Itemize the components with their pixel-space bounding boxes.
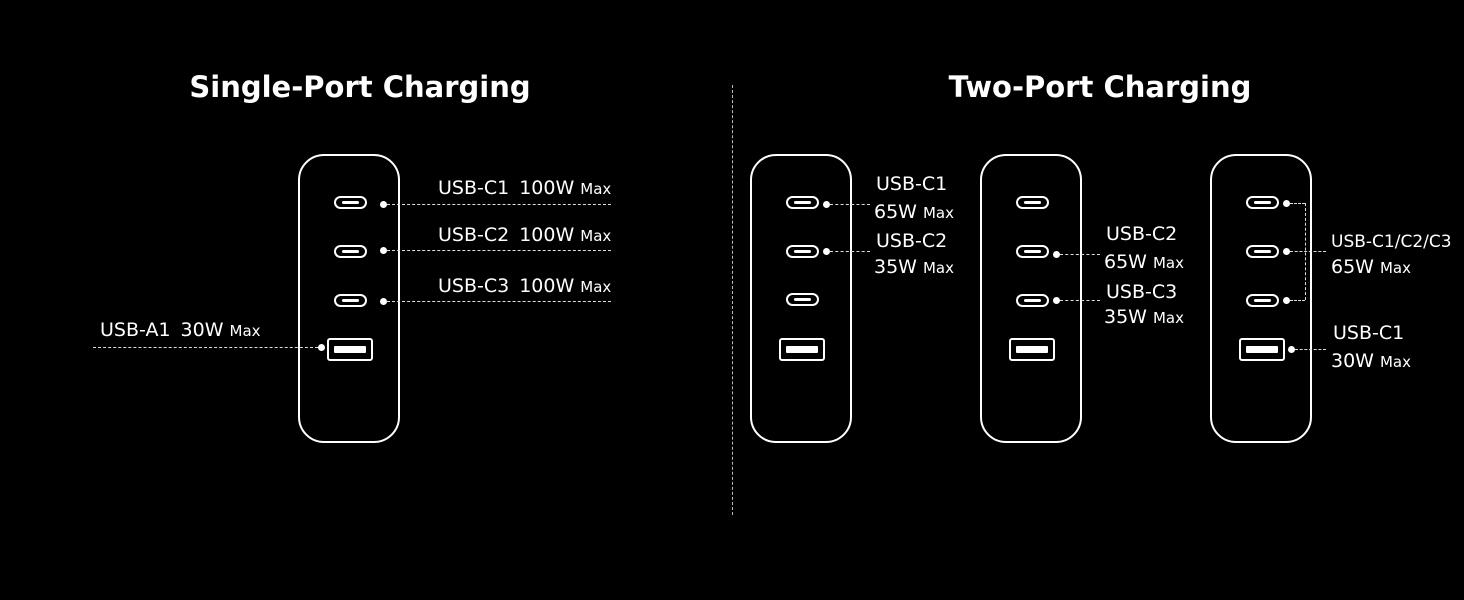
usb-c3-port-icon [786, 293, 819, 306]
leader-line [93, 347, 318, 348]
label-two-c-group-port: USB-C1/C2/C3 [1331, 232, 1452, 252]
connector-dot [1053, 297, 1060, 304]
usb-c1-port-icon [1246, 196, 1279, 209]
bracket-line [1305, 203, 1306, 300]
usb-c3-port-icon [334, 294, 367, 307]
charger-two-c [1210, 154, 1312, 443]
leader-line [1290, 251, 1326, 252]
label-two-c-a-port: USB-C1 [1333, 322, 1405, 344]
label-two-b-c3-port: USB-C3 [1106, 281, 1178, 303]
leader-line [387, 250, 611, 251]
leader-line [1290, 300, 1305, 301]
usb-c1-port-icon [334, 196, 367, 209]
leader-line [1060, 254, 1100, 255]
usb-c3-port-icon [1016, 294, 1049, 307]
connector-dot [380, 298, 387, 305]
connector-dot [1288, 346, 1295, 353]
charger-two-a [750, 154, 852, 443]
connector-dot [1283, 297, 1290, 304]
section-divider [732, 85, 733, 515]
connector-dot [1283, 248, 1290, 255]
leader-line [1060, 300, 1100, 301]
connector-dot [1283, 200, 1290, 207]
label-two-a-c1-port: USB-C1 [876, 173, 948, 195]
leader-line [1295, 349, 1326, 350]
usb-a1-port-icon [779, 338, 825, 361]
leader-line [387, 204, 611, 205]
usb-a1-port-icon [1009, 338, 1055, 361]
label-two-b-c2-port: USB-C2 [1106, 223, 1178, 245]
two-port-title: Two-Port Charging [948, 70, 1252, 104]
connector-dot [823, 248, 830, 255]
charger-two-b [980, 154, 1082, 443]
usb-c2-port-icon [334, 245, 367, 258]
leader-line [1290, 203, 1305, 204]
usb-c2-port-icon [1246, 245, 1279, 258]
connector-dot [1053, 251, 1060, 258]
leader-line [830, 204, 870, 205]
charger-single [298, 154, 400, 443]
connector-dot [380, 247, 387, 254]
connector-dot [380, 201, 387, 208]
usb-c3-port-icon [1246, 294, 1279, 307]
usb-a1-port-icon [327, 338, 373, 361]
label-two-a-c2-port: USB-C2 [876, 230, 948, 252]
connector-dot [823, 201, 830, 208]
usb-c2-port-icon [1016, 245, 1049, 258]
usb-a1-port-icon [1239, 338, 1285, 361]
usb-c1-port-icon [786, 196, 819, 209]
usb-c2-port-icon [786, 245, 819, 258]
connector-dot [318, 344, 325, 351]
single-port-title: Single-Port Charging [189, 70, 531, 104]
leader-line [387, 301, 611, 302]
usb-c1-port-icon [1016, 196, 1049, 209]
leader-line [830, 251, 870, 252]
